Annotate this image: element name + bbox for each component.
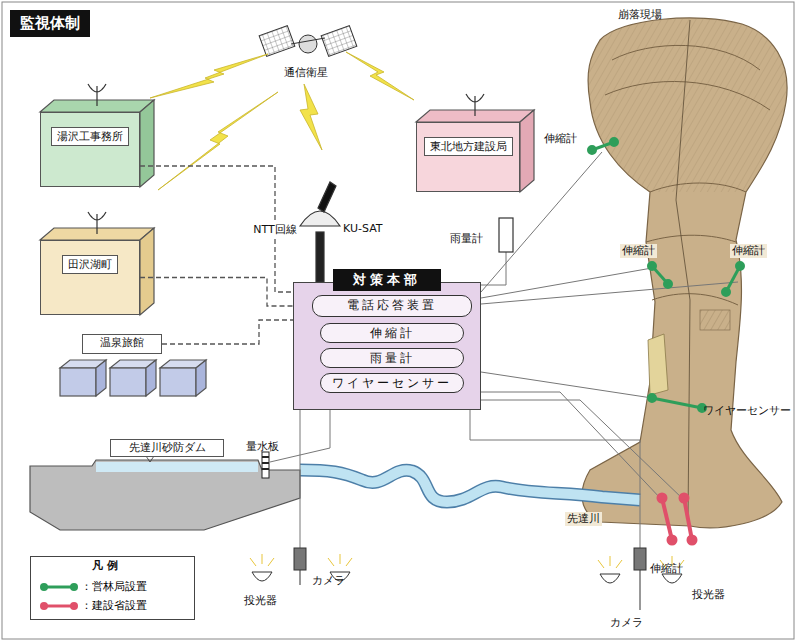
satellite — [259, 26, 357, 57]
heading-band: 対策本部 — [333, 269, 441, 291]
part-label: 先達川 — [565, 512, 602, 526]
part-label: カメラ — [312, 574, 345, 588]
box-label: 田沢湖町 — [62, 255, 118, 274]
line-label: NTT回線 — [251, 222, 298, 237]
diagram-title: 監視体制 — [10, 10, 90, 37]
box-label: 雨量計 — [321, 349, 463, 367]
river — [300, 470, 640, 502]
box-label: 湯沢工事務所 — [51, 127, 129, 146]
part-label: 雨量計 — [450, 232, 483, 246]
part-label: 投光器 — [692, 588, 725, 602]
part-label: 伸縮計 — [650, 562, 683, 576]
part-label: 投光器 — [244, 594, 277, 608]
name-tag: 温泉旅館 — [82, 334, 162, 354]
part-label: 伸縮計 — [620, 244, 657, 258]
signal-wire — [270, 152, 738, 548]
device-pill: 電話応答装置 — [312, 295, 472, 317]
part-label: 崩落現場 — [618, 8, 662, 22]
part-label: カメラ — [610, 616, 643, 630]
office-box: 湯沢工事務所 — [40, 112, 140, 187]
legend-text: ：建設省設置 — [81, 598, 147, 613]
legend-swatch — [39, 600, 79, 612]
sabo-dam — [30, 452, 300, 530]
box-label: 温泉旅館 — [83, 335, 161, 351]
device-pill: 伸縮計 — [320, 323, 464, 343]
box-label: 電話応答装置 — [313, 296, 471, 314]
extensometer — [659, 495, 696, 544]
landslide-site — [582, 18, 787, 528]
box-label: 先達川砂防ダム — [111, 440, 223, 456]
legend-text: ：営林局設置 — [81, 579, 147, 594]
legend-row: ：建設省設置 — [39, 598, 147, 613]
device-pill: ワイヤーセンサー — [320, 373, 464, 393]
name-tag: 先達川砂防ダム — [110, 439, 224, 457]
building — [40, 100, 534, 396]
box-label: 東北地方建設局 — [424, 137, 513, 156]
camera-light — [250, 548, 684, 610]
radio-link — [150, 52, 414, 190]
device-pill: 雨量計 — [320, 348, 464, 368]
rain-gauge — [499, 218, 513, 252]
box-label: 伸縮計 — [321, 324, 463, 342]
river — [300, 470, 640, 502]
ntt-line — [162, 320, 293, 344]
satellite-dish — [300, 182, 340, 282]
headquarters-box: 対策本部電話応答装置伸縮計雨量計ワイヤーセンサー — [293, 282, 481, 410]
legend-swatch — [39, 581, 79, 593]
part-label: 伸縮計 — [730, 244, 767, 258]
part-label: 量水板 — [246, 440, 279, 454]
part-label: KU-SAT — [343, 222, 383, 236]
office-box: 田沢湖町 — [40, 240, 140, 315]
part-label: ワイヤーセンサー — [703, 404, 791, 418]
legend-row: ：営林局設置 — [39, 579, 147, 594]
box-label: ワイヤーセンサー — [321, 374, 463, 392]
part-label: 凡 例 — [92, 559, 118, 573]
extensometer — [589, 139, 744, 412]
ntt-line — [140, 278, 293, 307]
office-box: 東北地方建設局 — [416, 122, 520, 192]
part-label: 伸縮計 — [544, 132, 577, 146]
part-label: 通信衛星 — [284, 66, 328, 80]
